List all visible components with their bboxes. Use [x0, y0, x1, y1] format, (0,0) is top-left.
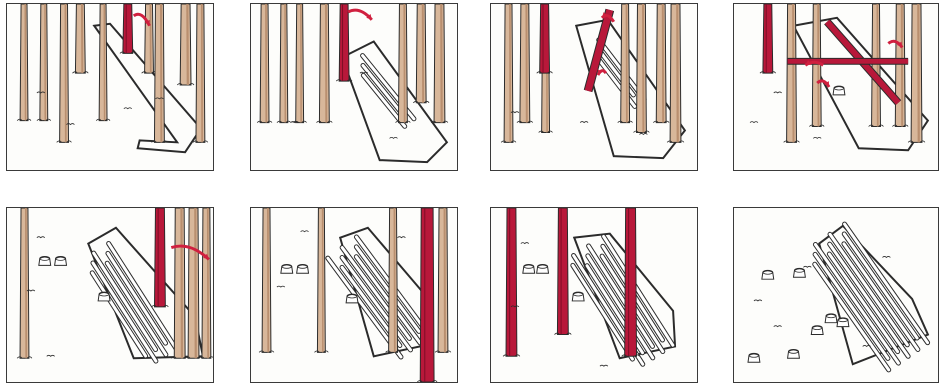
standing-tree-trunk	[72, 4, 88, 73]
standing-tree-trunk	[171, 208, 188, 358]
panel-3-drawing	[491, 4, 697, 170]
stump-icon	[537, 264, 549, 273]
felled-tree-trunk	[537, 4, 553, 73]
felled-tree-trunk	[417, 208, 437, 382]
stump-icon	[55, 256, 67, 265]
standing-tree-trunk	[316, 4, 332, 123]
standing-tree-trunk	[908, 4, 925, 142]
panel-5	[6, 207, 214, 383]
panel-6-drawing	[251, 208, 457, 382]
log-pile-icon	[573, 236, 673, 364]
standing-tree-trunk	[57, 4, 72, 142]
panel-6	[250, 207, 458, 383]
stump-icon	[39, 256, 51, 265]
felled-tree-trunk	[152, 208, 169, 307]
standing-tree-trunk	[17, 208, 32, 358]
standing-tree-trunk	[435, 208, 451, 352]
standing-tree-trunk	[667, 4, 684, 142]
panel-1-drawing	[7, 4, 213, 170]
felled-tree-trunk	[120, 4, 136, 53]
standing-tree-trunk	[413, 4, 429, 103]
stump-icon	[572, 292, 584, 301]
standing-tree-trunk	[257, 4, 272, 123]
standing-tree-trunk	[314, 208, 328, 352]
panel-2	[250, 3, 458, 171]
panel-7	[490, 207, 698, 383]
panel-8	[733, 207, 939, 383]
standing-tree-trunk	[869, 4, 884, 127]
felled-tree-trunk	[554, 208, 571, 335]
ground-marks	[750, 92, 821, 138]
stump-icon	[811, 326, 823, 335]
panel-2-drawing	[251, 4, 457, 170]
stump-icon	[833, 86, 845, 95]
felled-tree-trunk	[336, 4, 352, 81]
stump-icon	[793, 268, 805, 277]
stump-icon	[523, 264, 535, 273]
stump-icon	[837, 318, 849, 327]
panel-7-drawing	[491, 208, 697, 382]
fall-direction-arrow	[598, 69, 606, 75]
stump-icon	[346, 294, 358, 303]
log-pile-icon	[328, 237, 430, 357]
stump-icon	[825, 314, 837, 323]
panel-3	[490, 3, 698, 171]
panel-4	[733, 3, 939, 171]
panel-5-drawing	[7, 208, 213, 382]
stump-icon	[748, 353, 760, 362]
stump-icon	[281, 264, 293, 273]
standing-tree-trunk	[293, 4, 307, 123]
stump-icon	[297, 264, 309, 273]
standing-tree-trunk	[259, 208, 274, 352]
standing-tree-trunk	[177, 4, 194, 85]
standing-tree-trunk	[37, 4, 51, 121]
stump-icon	[788, 349, 800, 358]
felled-tree-trunk	[760, 4, 776, 73]
panel-1	[6, 3, 214, 171]
standing-tree-trunk	[634, 4, 650, 132]
standing-tree-trunk	[17, 4, 31, 121]
standing-tree-trunk	[431, 4, 448, 123]
standing-tree-trunk	[618, 4, 633, 123]
standing-tree-trunk	[892, 4, 908, 127]
standing-tree-trunk	[96, 4, 110, 121]
standing-tree-trunk	[517, 4, 533, 123]
standing-tree-trunk	[199, 208, 213, 358]
standing-tree-trunk	[501, 4, 516, 142]
stump-icon	[98, 292, 110, 301]
fall-direction-arrow	[348, 10, 372, 20]
stump-icon	[762, 270, 774, 279]
panel-4-drawing	[734, 4, 938, 170]
ground-marks	[27, 237, 55, 357]
felled-tree-trunk	[503, 208, 520, 356]
standing-tree-trunk	[277, 4, 291, 123]
panel-8-drawing	[734, 208, 938, 382]
